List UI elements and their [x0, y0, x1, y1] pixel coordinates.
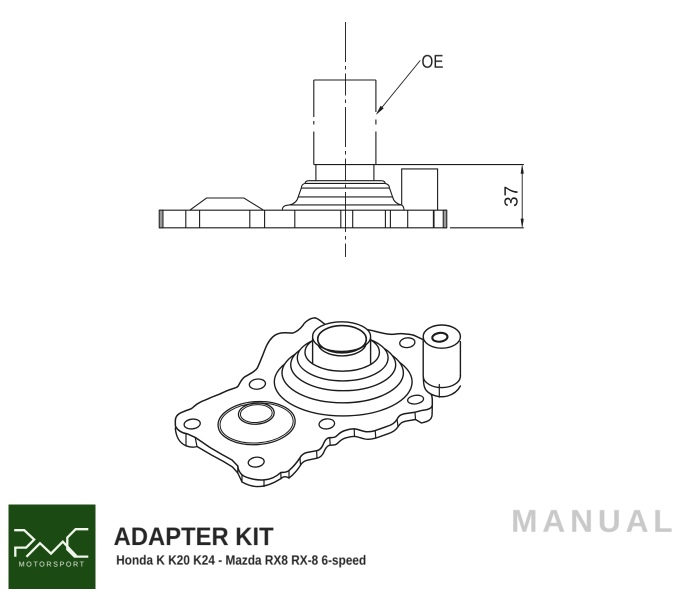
- svg-text:MANUAL: MANUAL: [511, 503, 673, 539]
- svg-text:37: 37: [502, 186, 523, 207]
- svg-text:Honda K K20 K24 - Mazda RX8 RX: Honda K K20 K24 - Mazda RX8 RX-8 6-speed: [116, 552, 366, 567]
- svg-text:OE: OE: [421, 51, 443, 72]
- svg-text:ADAPTER KIT: ADAPTER KIT: [114, 523, 274, 551]
